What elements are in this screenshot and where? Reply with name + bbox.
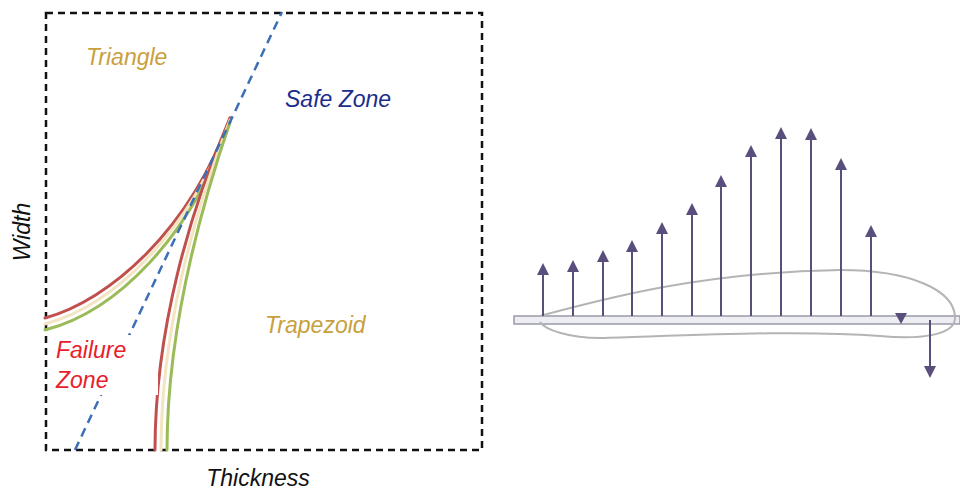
arrow-head [626,240,638,252]
triangle-limit-curve [45,122,230,330]
arrow-head [567,260,579,272]
trapezoid-limit-curve [155,118,230,450]
trapezoid-limit-curve [167,122,230,450]
region-label: Triangle [84,42,169,72]
axis-label: Thickness [204,463,312,493]
failure-curves [45,118,230,450]
arrow-head [775,127,787,139]
axis-label: Width [7,201,37,264]
zone-label: Failure Zone [54,335,158,395]
lift-arrow [602,258,604,316]
arrow-head [865,225,877,237]
arrow-head [597,250,609,262]
zone-label: Safe Zone [283,84,393,114]
lift-arrow [542,271,544,316]
downforce-arrow [929,320,931,368]
lift-arrow [631,248,633,316]
pressure-arrows [537,127,936,378]
region-label: Trapezoid [263,310,368,340]
arrow-head [895,313,907,324]
arrow-head [537,263,549,275]
lift-arrow [810,136,812,316]
plate [514,316,960,324]
lift-arrow [691,211,693,316]
arrow-head [924,366,936,378]
lift-arrow [870,233,872,316]
arrow-head [745,145,757,157]
plot-frame [46,13,482,450]
lift-arrow [720,183,722,316]
lift-arrow [661,230,663,316]
triangle-limit-curve [45,120,230,324]
arrow-head [656,222,668,234]
arrow-head [835,158,847,170]
lift-arrow [780,135,782,316]
trapezoid-limit-curve [161,120,230,450]
arrow-head [715,175,727,187]
lift-arrow [840,166,842,316]
arrow-head [805,128,817,140]
lift-arrow [750,153,752,316]
arrow-head [686,203,698,215]
lift-arrow [572,268,574,316]
